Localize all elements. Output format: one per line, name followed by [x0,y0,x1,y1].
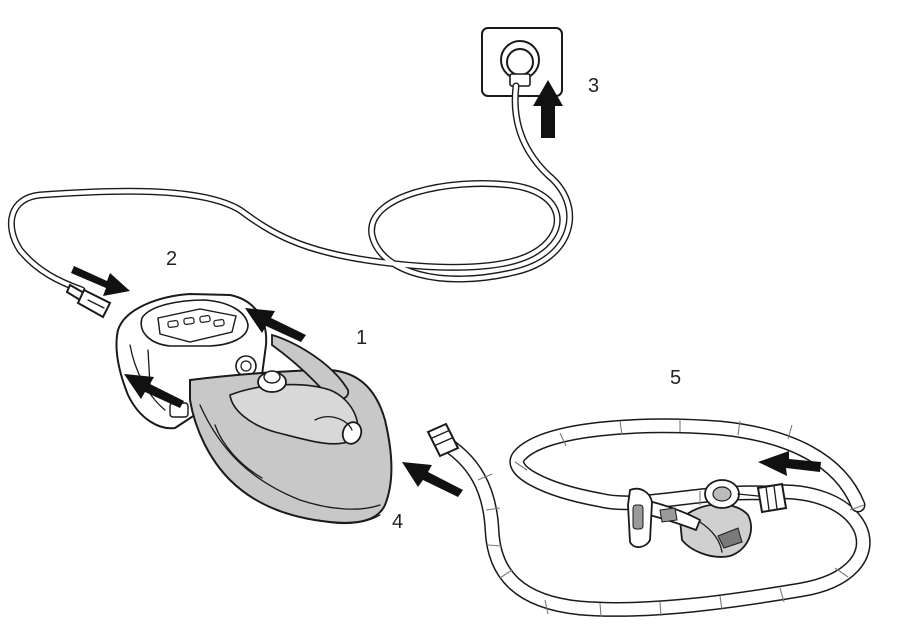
arrow-hose-into-outlet [402,462,463,497]
callout-2: 2 [166,248,177,270]
mask [627,479,759,558]
power-cord [7,82,574,319]
callout-3: 3 [588,75,599,97]
callout-5: 5 [670,367,681,389]
arrow-device-top [245,308,306,342]
callout-4: 4 [392,511,403,533]
arrow-hose-into-mask [758,451,821,476]
callout-1: 1 [356,327,367,349]
hose-cuff-mask [756,482,788,514]
humidifier-tub [189,333,393,525]
power-cord-plug [65,283,112,319]
hose-cuff-device [426,422,460,458]
arrow-cord-into-device [71,266,130,296]
arrow-plug-into-outlet [533,80,563,138]
arrow-tub-into-device [124,374,184,408]
